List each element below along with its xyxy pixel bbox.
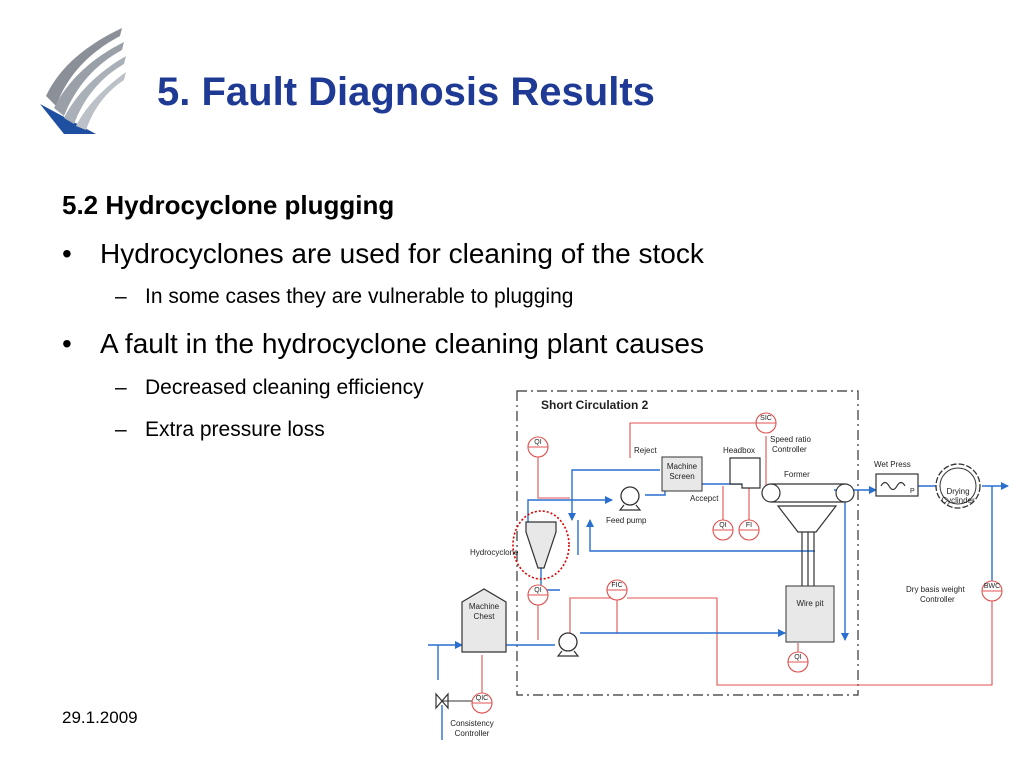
- hydrocyclone-fault-highlight: [512, 510, 570, 580]
- machine-chest-label: Chest: [474, 612, 496, 621]
- process-diagram: Short Circulation 2 Mac: [428, 390, 1009, 740]
- machine-screen: [661, 456, 703, 492]
- bullet-marker: •: [62, 328, 72, 359]
- sic-tag: SIC: [760, 415, 772, 422]
- qi-tag: QI: [534, 439, 541, 446]
- wet-press-p: P: [910, 488, 915, 495]
- bullet-text: A fault in the hydrocyclone cleaning pla…: [100, 328, 704, 359]
- sub-bullet-text: Extra pressure loss: [145, 418, 325, 441]
- consistency-label: Controller: [455, 729, 490, 738]
- dash-marker: –: [115, 376, 127, 399]
- short-circulation-title: Short Circulation 2: [541, 398, 649, 412]
- qi-tag: QI: [794, 654, 801, 661]
- hydrocyclone: [525, 521, 557, 569]
- reject-label: Reject: [634, 446, 657, 455]
- dash-marker: –: [115, 285, 127, 308]
- page-title: 5. Fault Diagnosis Results: [157, 70, 655, 114]
- sub-bullet-text: In some cases they are vulnerable to plu…: [145, 285, 574, 308]
- headbox: [729, 457, 761, 489]
- instrument-sic: SIC: [755, 412, 777, 434]
- bullet-marker: •: [62, 238, 72, 269]
- hydrocyclone-label: Hydrocyclone: [470, 548, 519, 557]
- drying-cylinder-label: Cyclinder: [941, 496, 975, 505]
- chest-pump-icon: [558, 632, 578, 652]
- former-label: Former: [784, 470, 810, 479]
- flow-lines: [428, 469, 1009, 740]
- sub-bullet-item: –Extra pressure loss: [115, 418, 325, 442]
- accept-label: Accepct: [690, 494, 719, 503]
- signal-lines: [481, 422, 993, 714]
- section-subheading: 5.2 Hydrocyclone plugging: [62, 190, 395, 220]
- instrument-qi-chest: QI: [527, 584, 549, 606]
- sub-bullet-text: Decreased cleaning efficiency: [145, 376, 424, 399]
- qic-tag: QIC: [476, 695, 488, 702]
- instrument-qi-wirepit: QI: [787, 651, 809, 673]
- consistency-label: Consistency: [450, 719, 494, 728]
- instrument-bwc: BWC: [981, 580, 1003, 602]
- wet-press-label: Wet Press: [874, 460, 911, 469]
- wire-pit-label: Wire pit: [796, 599, 824, 608]
- dry-basis-label: Controller: [920, 595, 955, 604]
- machine-screen-label: Machine: [667, 462, 698, 471]
- bwc-tag: BWC: [984, 583, 1000, 590]
- drying-cylinder-label: Drying: [946, 487, 969, 496]
- former-belt: [771, 483, 845, 503]
- qi-tag: QI: [719, 522, 726, 529]
- dry-basis-label: Dry basis weight: [906, 585, 965, 594]
- instrument-qi-headbox: QI: [712, 519, 734, 541]
- instrument-qi-top: QI: [527, 436, 549, 458]
- wire-pit: [785, 585, 835, 643]
- footer-date: 29.1.2009: [62, 708, 138, 727]
- short-circulation-boundary: [516, 390, 859, 696]
- bullet-text: Hydrocyclones are used for cleaning of t…: [100, 238, 704, 269]
- feed-pump-label: Feed pump: [606, 516, 647, 525]
- headbox-label: Headbox: [723, 446, 755, 455]
- instrument-fi: FI: [738, 519, 760, 541]
- dash-marker: –: [115, 418, 127, 441]
- machine-screen-label: Screen: [669, 472, 694, 481]
- fi-tag: FI: [746, 522, 752, 529]
- bullet-item-2: • A fault in the hydrocyclone cleaning pl…: [62, 328, 704, 360]
- fic-tag: FIC: [611, 582, 622, 589]
- sub-bullet-item: –Decreased cleaning efficiency: [115, 376, 424, 400]
- machine-chest: [461, 588, 507, 653]
- instrument-qic: QIC: [471, 692, 493, 714]
- former-funnel: [776, 505, 838, 533]
- qi-tag: QI: [534, 587, 541, 594]
- machine-chest-label: Machine: [469, 602, 500, 611]
- speed-ratio-label: Speed ratio: [770, 435, 811, 444]
- instrument-fic: FIC: [606, 579, 628, 601]
- university-logo-icon: [40, 28, 126, 134]
- sub-bullet-item: –In some cases they are vulnerable to pl…: [115, 285, 573, 309]
- bullet-item-1: • Hydrocyclones are used for cleaning of …: [62, 238, 704, 270]
- speed-ratio-label: Controller: [772, 445, 807, 454]
- feed-pump-icon: [620, 486, 640, 506]
